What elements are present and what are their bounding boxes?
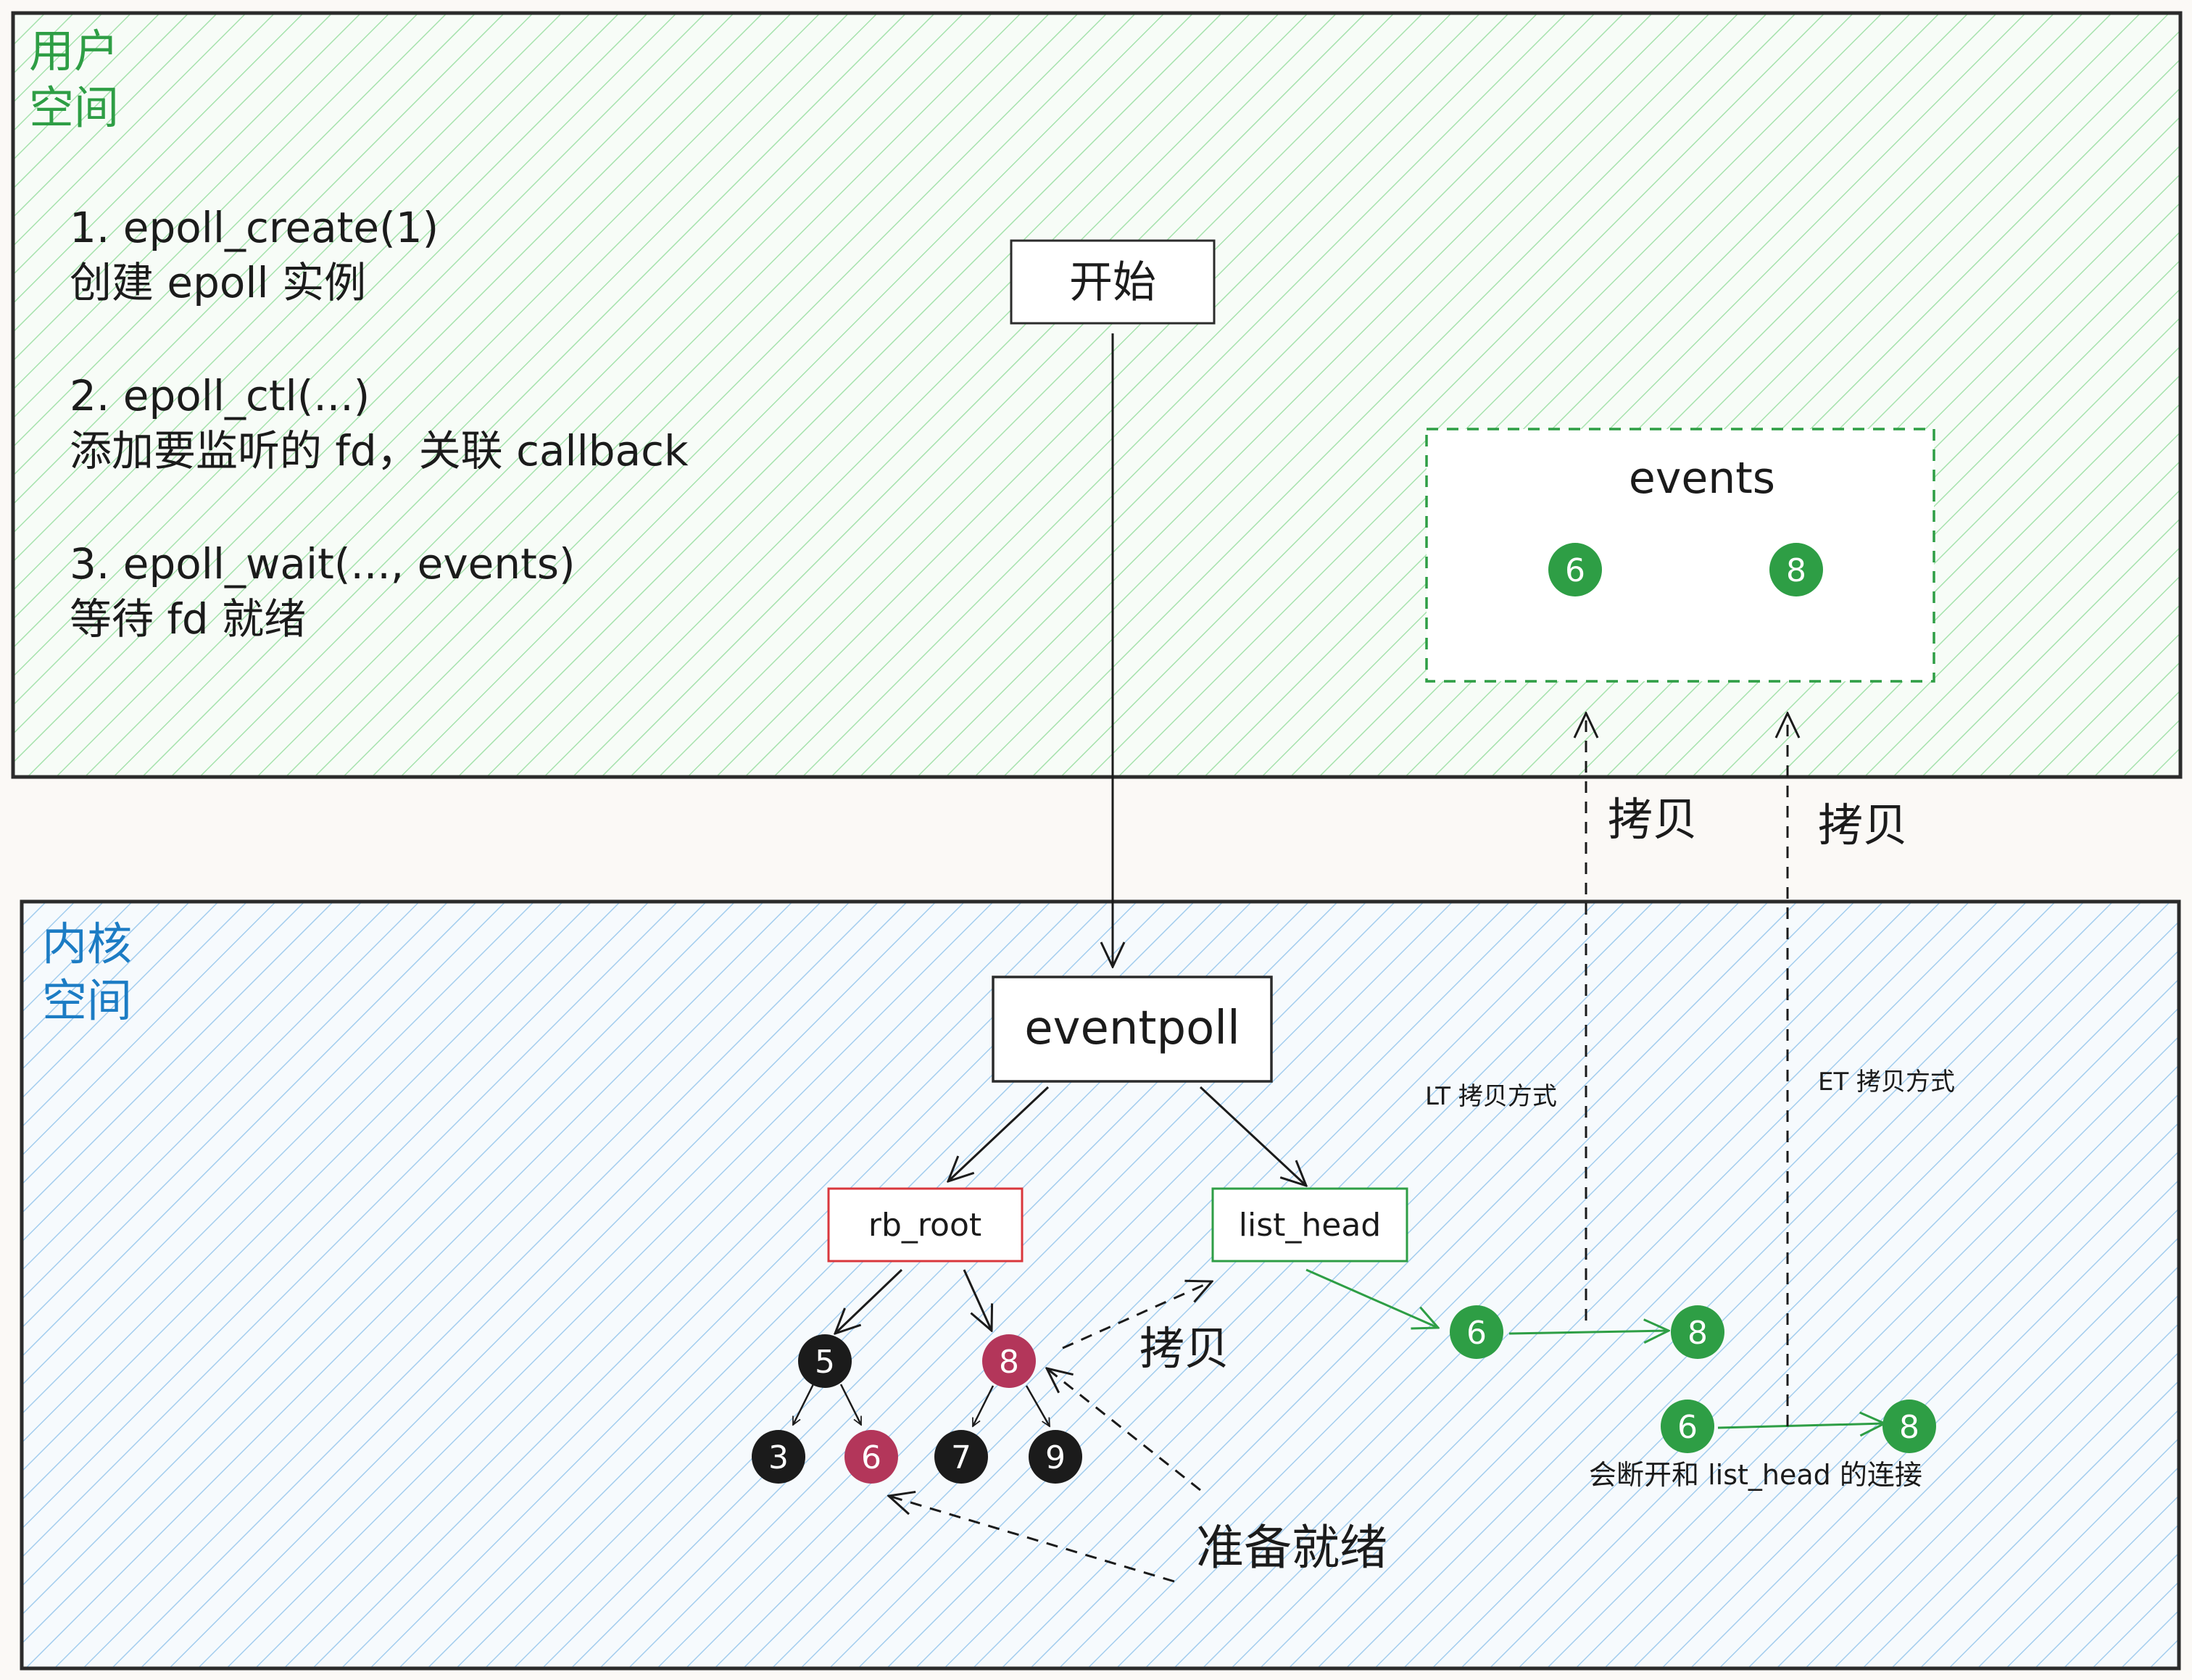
lt-mode-label: LT 拷贝方式 (1425, 1082, 1557, 1111)
arrows (792, 333, 1885, 1583)
ready-to-node8-arrow (1047, 1368, 1201, 1492)
lt-node-8-label: 8 (1687, 1315, 1708, 1352)
rb-node-9: 9 (1029, 1430, 1082, 1484)
rb-node-9-label: 9 (1045, 1439, 1066, 1476)
eventpoll-to-rb-root-arrow (948, 1086, 1050, 1181)
et-ready-list: 6 8 (1661, 1400, 1936, 1453)
rb-node-8-label: 8 (999, 1344, 1019, 1381)
lt-copy-label: 拷贝 (1608, 793, 1698, 846)
node8-to-node7-arrow (971, 1385, 995, 1426)
kernel-space-label-line2: 空间 (42, 974, 132, 1027)
lt-node-8: 8 (1671, 1305, 1724, 1359)
events-node-8: 8 (1769, 543, 1823, 596)
step-1-desc: 创建 epoll 实例 (70, 258, 366, 307)
rb-tree: 5 8 3 6 7 9 (752, 1334, 1082, 1484)
step-2-title: 2. epoll_ctl(...) (70, 371, 370, 420)
events-box: events 6 8 (1425, 428, 1935, 683)
events-node-6-label: 6 (1565, 552, 1585, 589)
list-head-label: list_head (1239, 1207, 1381, 1244)
lt-node-6: 6 (1450, 1305, 1503, 1359)
rb-node-5-label: 5 (815, 1344, 835, 1381)
user-space-label-line1: 用户 (29, 25, 119, 78)
copy-label: 拷贝 (1139, 1322, 1229, 1375)
list-head-to-lt-node6-arrow (1305, 1268, 1438, 1328)
eventpoll-to-list-head-arrow (1199, 1086, 1306, 1186)
list-head-box: list_head (1211, 1187, 1408, 1263)
rb-node-6-label: 6 (861, 1439, 881, 1476)
ready-label: 准备就绪 (1196, 1520, 1387, 1576)
et-node-6: 6 (1661, 1400, 1714, 1453)
et-node-8: 8 (1882, 1400, 1936, 1453)
ready-to-node6-arrow (889, 1496, 1175, 1583)
node5-to-node6-arrow (839, 1384, 863, 1425)
rb-root-to-node8-arrow (963, 1269, 992, 1331)
lt-ready-list: 6 8 (1450, 1305, 1724, 1359)
et-disconnect-note: 会断开和 list_head 的连接 (1589, 1459, 1922, 1491)
events-node-8-label: 8 (1786, 552, 1806, 589)
rb-node-3: 3 (752, 1430, 805, 1484)
rb-root-to-node5-arrow (835, 1268, 903, 1334)
step-list: 1. epoll_create(1) 创建 epoll 实例 2. epoll_… (70, 203, 689, 644)
kernel-space-panel: 内核 空间 eventpoll rb_root list_head (20, 333, 2181, 1671)
rb-root-box: rb_root (827, 1187, 1024, 1263)
eventpoll-box: eventpoll (992, 976, 1273, 1083)
rb-node-7-label: 7 (951, 1439, 971, 1476)
lt-node6-to-lt-node8-arrow (1508, 1331, 1669, 1334)
rb-root-label: rb_root (868, 1207, 981, 1244)
events-node-6: 6 (1548, 543, 1602, 596)
events-box-title: events (1629, 453, 1775, 504)
rb-node-8: 8 (982, 1334, 1036, 1388)
rb-node-3-label: 3 (768, 1439, 789, 1476)
step-3-title: 3. epoll_wait(..., events) (70, 539, 576, 589)
step-2-desc: 添加要监听的 fd，关联 callback (70, 426, 689, 475)
rb-node-6: 6 (844, 1430, 898, 1484)
rb-node-5: 5 (798, 1334, 852, 1388)
rb-node-7: 7 (934, 1430, 988, 1484)
et-node-8-label: 8 (1899, 1409, 1919, 1446)
et-copy-label: 拷贝 (1818, 799, 1908, 852)
start-box-label: 开始 (1069, 257, 1156, 308)
user-space-label-line2: 空间 (29, 81, 119, 134)
eventpoll-label: eventpoll (1024, 1002, 1240, 1055)
et-node6-to-et-node8-arrow (1717, 1423, 1885, 1428)
node8-to-node9-arrow (1025, 1385, 1051, 1426)
node8-copy-to-list-head-arrow (1062, 1281, 1212, 1350)
step-1-title: 1. epoll_create(1) (70, 203, 439, 252)
kernel-space-label-line1: 内核 (42, 918, 132, 970)
lt-node-6-label: 6 (1466, 1315, 1487, 1352)
et-node-6-label: 6 (1677, 1409, 1698, 1446)
node5-to-node3-arrow (792, 1384, 815, 1425)
step-3-desc: 等待 fd 就绪 (70, 594, 306, 644)
start-box: 开始 (1010, 239, 1216, 325)
user-space-panel: 用户 空间 1. epoll_create(1) 创建 epoll 实例 2. … (11, 11, 2183, 779)
et-mode-label: ET 拷贝方式 (1818, 1068, 1955, 1097)
